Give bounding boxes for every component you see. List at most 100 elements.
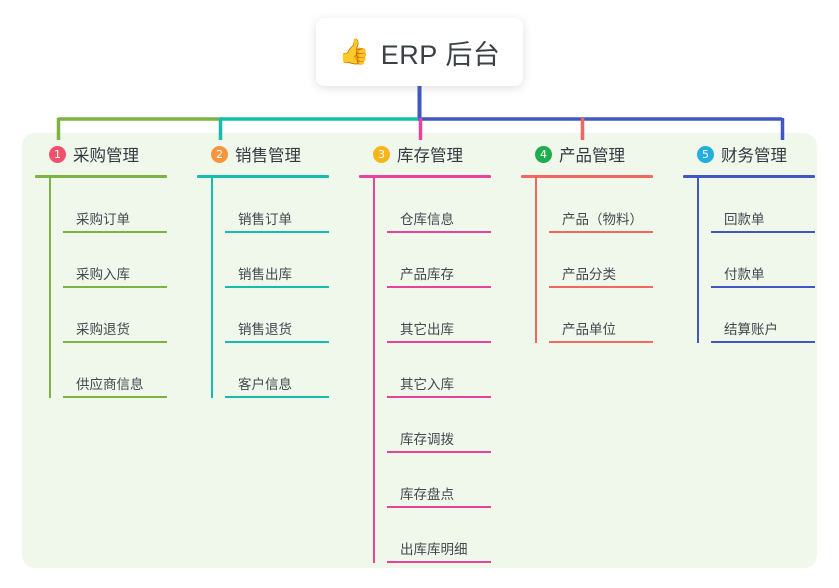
branch-item[interactable]: 库存调拨 [387,398,519,453]
root-node[interactable]: 👍 ERP 后台 [316,18,523,86]
branch-item-label: 产品单位 [562,322,616,337]
branch-item[interactable]: 付款单 [711,233,839,288]
branch-item[interactable]: 结算账户 [711,288,839,343]
branch-item[interactable]: 采购订单 [63,178,195,233]
branch-title: 采购管理 [73,147,139,165]
branch-column-5: 5 财务管理回款单付款单结算账户 [683,133,839,343]
branch-items: 回款单付款单结算账户 [683,178,839,343]
branch-item-label: 采购订单 [76,212,130,227]
branch-item[interactable]: 销售退货 [225,288,357,343]
branch-item-underline [711,286,815,288]
branch-item[interactable]: 回款单 [711,178,839,233]
branch-header-1[interactable]: 1 采购管理 [35,133,195,175]
branch-item[interactable]: 产品（物料） [549,178,681,233]
branch-item-underline [225,341,329,343]
branch-header-underline [35,175,167,178]
branch-item-label: 采购入库 [76,267,130,282]
branch-item-underline [225,231,329,233]
branch-number-badge: 4 [535,145,552,163]
branch-number-badge: 5 [697,145,714,163]
branch-item[interactable]: 产品库存 [387,233,519,288]
branch-spine [535,178,537,343]
branch-item-label: 仓库信息 [400,212,454,227]
branch-item-label: 供应商信息 [76,377,144,392]
branch-header-2[interactable]: 2 销售管理 [197,133,357,175]
branch-item-underline [387,341,491,343]
branch-item-underline [63,286,167,288]
branch-item[interactable]: 销售出库 [225,233,357,288]
branch-item-underline [225,396,329,398]
branch-title: 销售管理 [235,147,301,165]
branch-item-label: 销售退货 [238,322,292,337]
branch-header-underline [521,175,653,178]
root-node-content: 👍 ERP 后台 [339,33,501,72]
branch-item-underline [549,341,653,343]
branch-item-label: 库存调拨 [400,432,454,447]
branch-item-underline [63,341,167,343]
branch-item[interactable]: 产品分类 [549,233,681,288]
branch-header-underline [683,175,815,178]
branch-item-label: 其它入库 [400,377,454,392]
branch-item-label: 结算账户 [724,322,778,337]
branch-item-label: 采购退货 [76,322,130,337]
branch-number-badge: 1 [49,145,66,163]
branch-items: 采购订单采购入库采购退货供应商信息 [35,178,195,398]
branch-item-underline [387,561,491,563]
branch-item-label: 销售订单 [238,212,292,227]
branch-item-underline [387,396,491,398]
branch-item[interactable]: 供应商信息 [63,343,195,398]
branch-column-2: 2 销售管理销售订单销售出库销售退货客户信息 [197,133,357,398]
branch-header-underline [359,175,491,178]
branch-item-underline [63,231,167,233]
branch-header-underline [197,175,329,178]
branch-item-label: 回款单 [724,212,765,227]
branch-title: 库存管理 [397,147,463,165]
branch-item[interactable]: 仓库信息 [387,178,519,233]
root-title: ERP 后台 [380,39,501,70]
branch-item-underline [387,451,491,453]
branch-spine [211,178,213,398]
branch-spine [49,178,51,398]
branch-item-underline [387,286,491,288]
branch-item-underline [711,341,815,343]
branch-item[interactable]: 出库库明细 [387,508,519,563]
branch-item-underline [549,286,653,288]
branch-spine [373,178,375,563]
branch-header-3[interactable]: 3 库存管理 [359,133,519,175]
branch-item-label: 产品库存 [400,267,454,282]
branch-item[interactable]: 采购退货 [63,288,195,343]
branch-title: 财务管理 [721,147,787,165]
branch-number-badge: 3 [373,145,390,163]
branch-items: 仓库信息产品库存其它出库其它入库库存调拨库存盘点出库库明细 [359,178,519,563]
branch-title: 产品管理 [559,147,625,165]
branch-number-badge: 2 [211,145,228,163]
branch-item-underline [711,231,815,233]
branch-item[interactable]: 其它出库 [387,288,519,343]
branch-item-underline [549,231,653,233]
branch-item[interactable]: 销售订单 [225,178,357,233]
branch-item-label: 销售出库 [238,267,292,282]
branch-item[interactable]: 其它入库 [387,343,519,398]
branch-item-label: 库存盘点 [400,487,454,502]
branch-item[interactable]: 库存盘点 [387,453,519,508]
branch-item-label: 付款单 [724,267,765,282]
branch-item-underline [63,396,167,398]
branch-header-5[interactable]: 5 财务管理 [683,133,839,175]
branch-items: 产品（物料） 产品分类产品单位 [521,178,681,343]
branch-item-label: 出库库明细 [400,542,468,557]
branch-column-3: 3 库存管理仓库信息产品库存其它出库其它入库库存调拨库存盘点出库库明细 [359,133,519,563]
branch-column-1: 1 采购管理采购订单采购入库采购退货供应商信息 [35,133,195,398]
branch-items: 销售订单销售出库销售退货客户信息 [197,178,357,398]
branch-item-label: 客户信息 [238,377,292,392]
branch-item-underline [387,231,491,233]
branch-item-underline [225,286,329,288]
branch-item[interactable]: 客户信息 [225,343,357,398]
branch-header-4[interactable]: 4 产品管理 [521,133,681,175]
branch-item-label: 产品（物料） [562,212,643,227]
branch-item-underline [387,506,491,508]
branch-item[interactable]: 产品单位 [549,288,681,343]
branch-columns: 1 采购管理采购订单采购入库采购退货供应商信息 2 销售管理销售订单销售出库销售退货客… [22,133,817,568]
branch-spine [697,178,699,343]
branch-item-label: 产品分类 [562,267,616,282]
branch-item[interactable]: 采购入库 [63,233,195,288]
